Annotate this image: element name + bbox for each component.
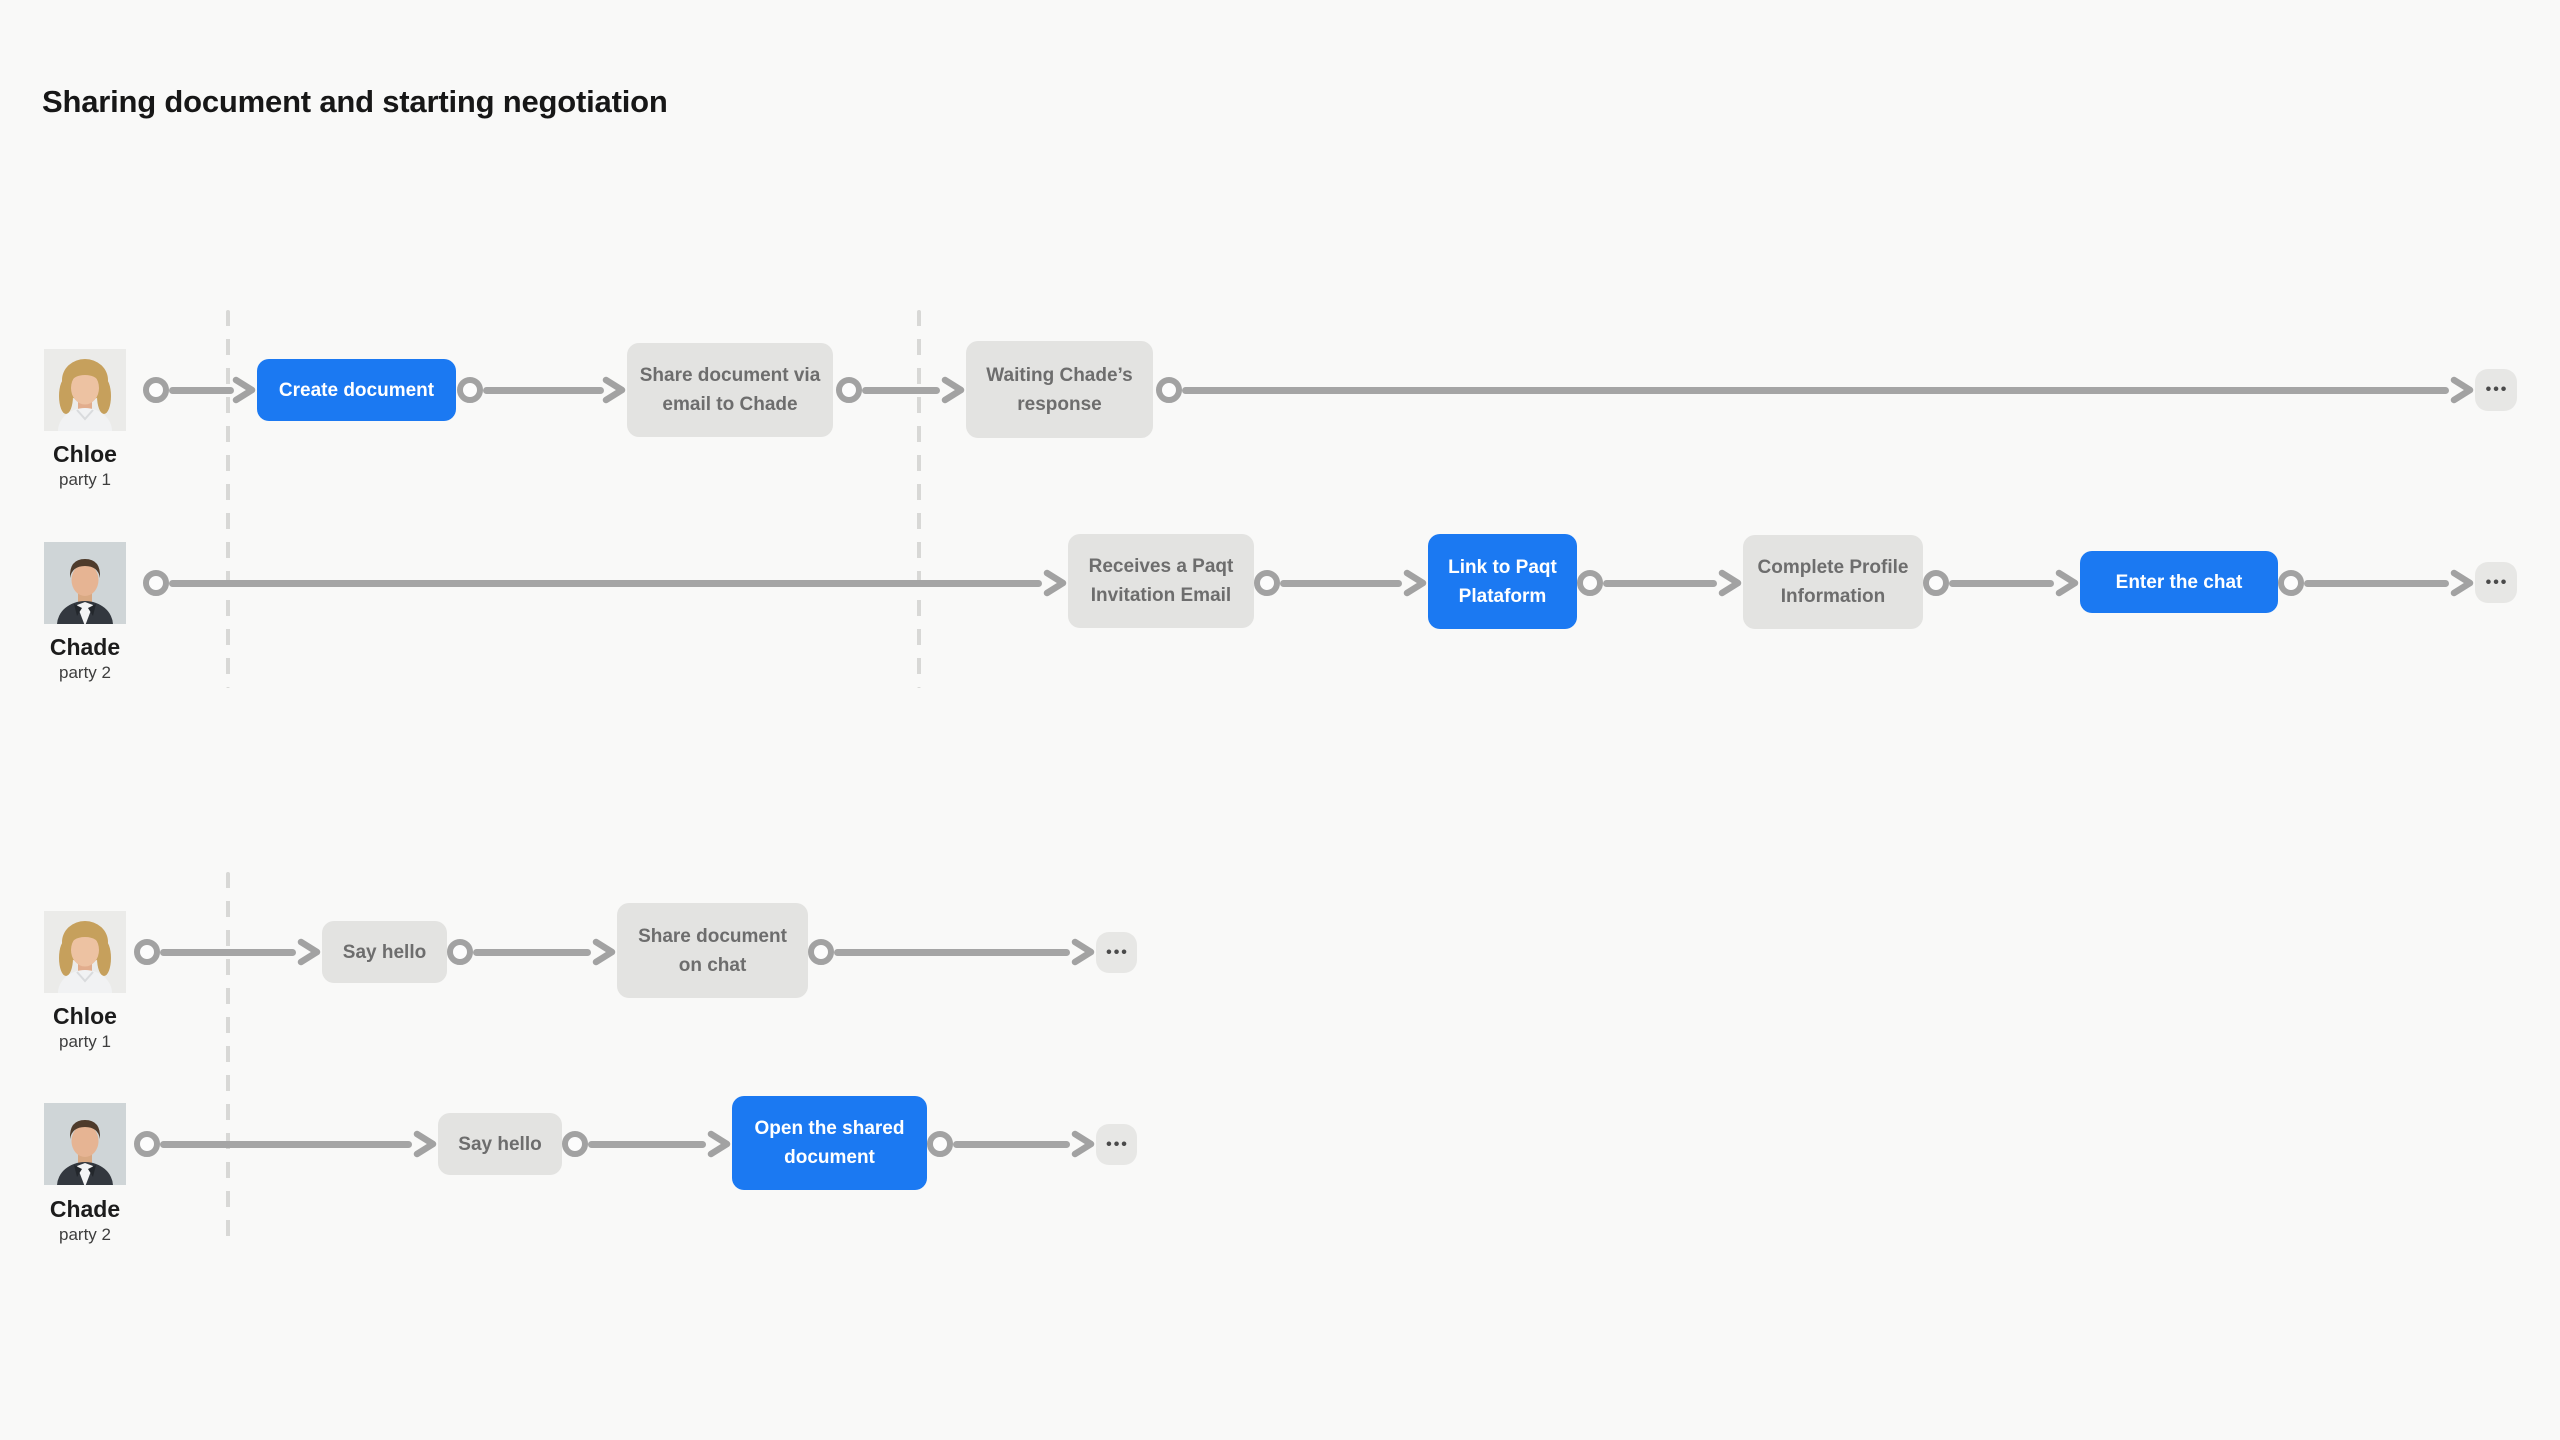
- more-steps-node[interactable]: •••: [1096, 1124, 1137, 1165]
- actor-name: Chade: [49, 1196, 121, 1222]
- phase-divider: [226, 872, 230, 1248]
- arrowhead-icon: [1718, 569, 1742, 597]
- connector-line: [834, 949, 1070, 956]
- connector-line: [169, 387, 234, 394]
- avatar-chloe: [44, 349, 126, 431]
- step-node-say-hello[interactable]: Say hello: [438, 1113, 562, 1175]
- connector-dot: [562, 1131, 588, 1157]
- actor-role: party 2: [59, 663, 111, 682]
- connector-dot: [927, 1131, 953, 1157]
- arrowhead-icon: [1043, 569, 1067, 597]
- arrowhead-icon: [941, 376, 965, 404]
- arrowhead-icon: [2055, 569, 2079, 597]
- arrowhead-icon: [1071, 938, 1095, 966]
- more-steps-node[interactable]: •••: [2475, 562, 2517, 603]
- arrowhead-icon: [413, 1130, 437, 1158]
- actor-name: Chloe: [53, 1003, 117, 1029]
- connector-line: [169, 580, 1042, 587]
- connector-line: [862, 387, 940, 394]
- avatar-chade: [44, 542, 126, 624]
- arrowhead-icon: [602, 376, 626, 404]
- connector-line: [1280, 580, 1402, 587]
- actor-label: Chade party 2: [0, 1195, 170, 1246]
- connector-dot: [2278, 570, 2304, 596]
- step-node-waiting-response[interactable]: Waiting Chade’s response: [966, 341, 1153, 438]
- actor-role: party 2: [59, 1225, 111, 1244]
- step-node-receives-invitation[interactable]: Receives a Paqt Invitation Email: [1068, 534, 1254, 628]
- actor-name: Chade: [49, 634, 121, 660]
- avatar-chade: [44, 1103, 126, 1185]
- actor-name: Chloe: [53, 441, 117, 467]
- step-node-share-on-chat[interactable]: Share document on chat: [617, 903, 808, 998]
- connector-dot: [134, 1131, 160, 1157]
- connector-line: [160, 949, 296, 956]
- arrowhead-icon: [592, 938, 616, 966]
- connector-dot: [134, 939, 160, 965]
- more-steps-node[interactable]: •••: [2475, 369, 2517, 411]
- actor-label: Chloe party 1: [0, 1002, 170, 1053]
- connector-dot: [143, 570, 169, 596]
- connector-line: [483, 387, 604, 394]
- arrowhead-icon: [232, 376, 256, 404]
- connector-line: [160, 1141, 412, 1148]
- connector-dot: [1156, 377, 1182, 403]
- phase-divider: [226, 310, 230, 688]
- actor-label: Chade party 2: [0, 633, 170, 684]
- actor-label: Chloe party 1: [0, 440, 170, 491]
- step-node-enter-chat[interactable]: Enter the chat: [2080, 551, 2278, 613]
- step-node-say-hello[interactable]: Say hello: [322, 921, 447, 983]
- connector-line: [1182, 387, 2449, 394]
- more-steps-node[interactable]: •••: [1096, 932, 1137, 973]
- page-title: Sharing document and starting negotiatio…: [42, 84, 668, 119]
- arrowhead-icon: [707, 1130, 731, 1158]
- connector-dot: [1577, 570, 1603, 596]
- connector-dot: [1923, 570, 1949, 596]
- arrowhead-icon: [2450, 376, 2474, 404]
- arrowhead-icon: [297, 938, 321, 966]
- step-node-link-to-paqt[interactable]: Link to Paqt Plataform: [1428, 534, 1577, 629]
- step-node-complete-profile[interactable]: Complete Profile Information: [1743, 535, 1923, 629]
- connector-dot: [836, 377, 862, 403]
- connector-line: [1949, 580, 2054, 587]
- connector-dot: [1254, 570, 1280, 596]
- arrowhead-icon: [1403, 569, 1427, 597]
- connector-dot: [447, 939, 473, 965]
- connector-dot: [143, 377, 169, 403]
- connector-line: [953, 1141, 1070, 1148]
- arrowhead-icon: [1071, 1130, 1095, 1158]
- connector-line: [473, 949, 591, 956]
- connector-dot: [457, 377, 483, 403]
- step-node-open-shared-document[interactable]: Open the shared document: [732, 1096, 927, 1190]
- connector-line: [588, 1141, 706, 1148]
- connector-line: [1603, 580, 1717, 587]
- step-node-share-email[interactable]: Share document via email to Chade: [627, 343, 833, 437]
- connector-dot: [808, 939, 834, 965]
- step-node-create-document[interactable]: Create document: [257, 359, 456, 421]
- avatar-chloe: [44, 911, 126, 993]
- actor-role: party 1: [59, 470, 111, 489]
- connector-line: [2304, 580, 2449, 587]
- actor-role: party 1: [59, 1032, 111, 1051]
- phase-divider: [917, 310, 921, 688]
- arrowhead-icon: [2450, 569, 2474, 597]
